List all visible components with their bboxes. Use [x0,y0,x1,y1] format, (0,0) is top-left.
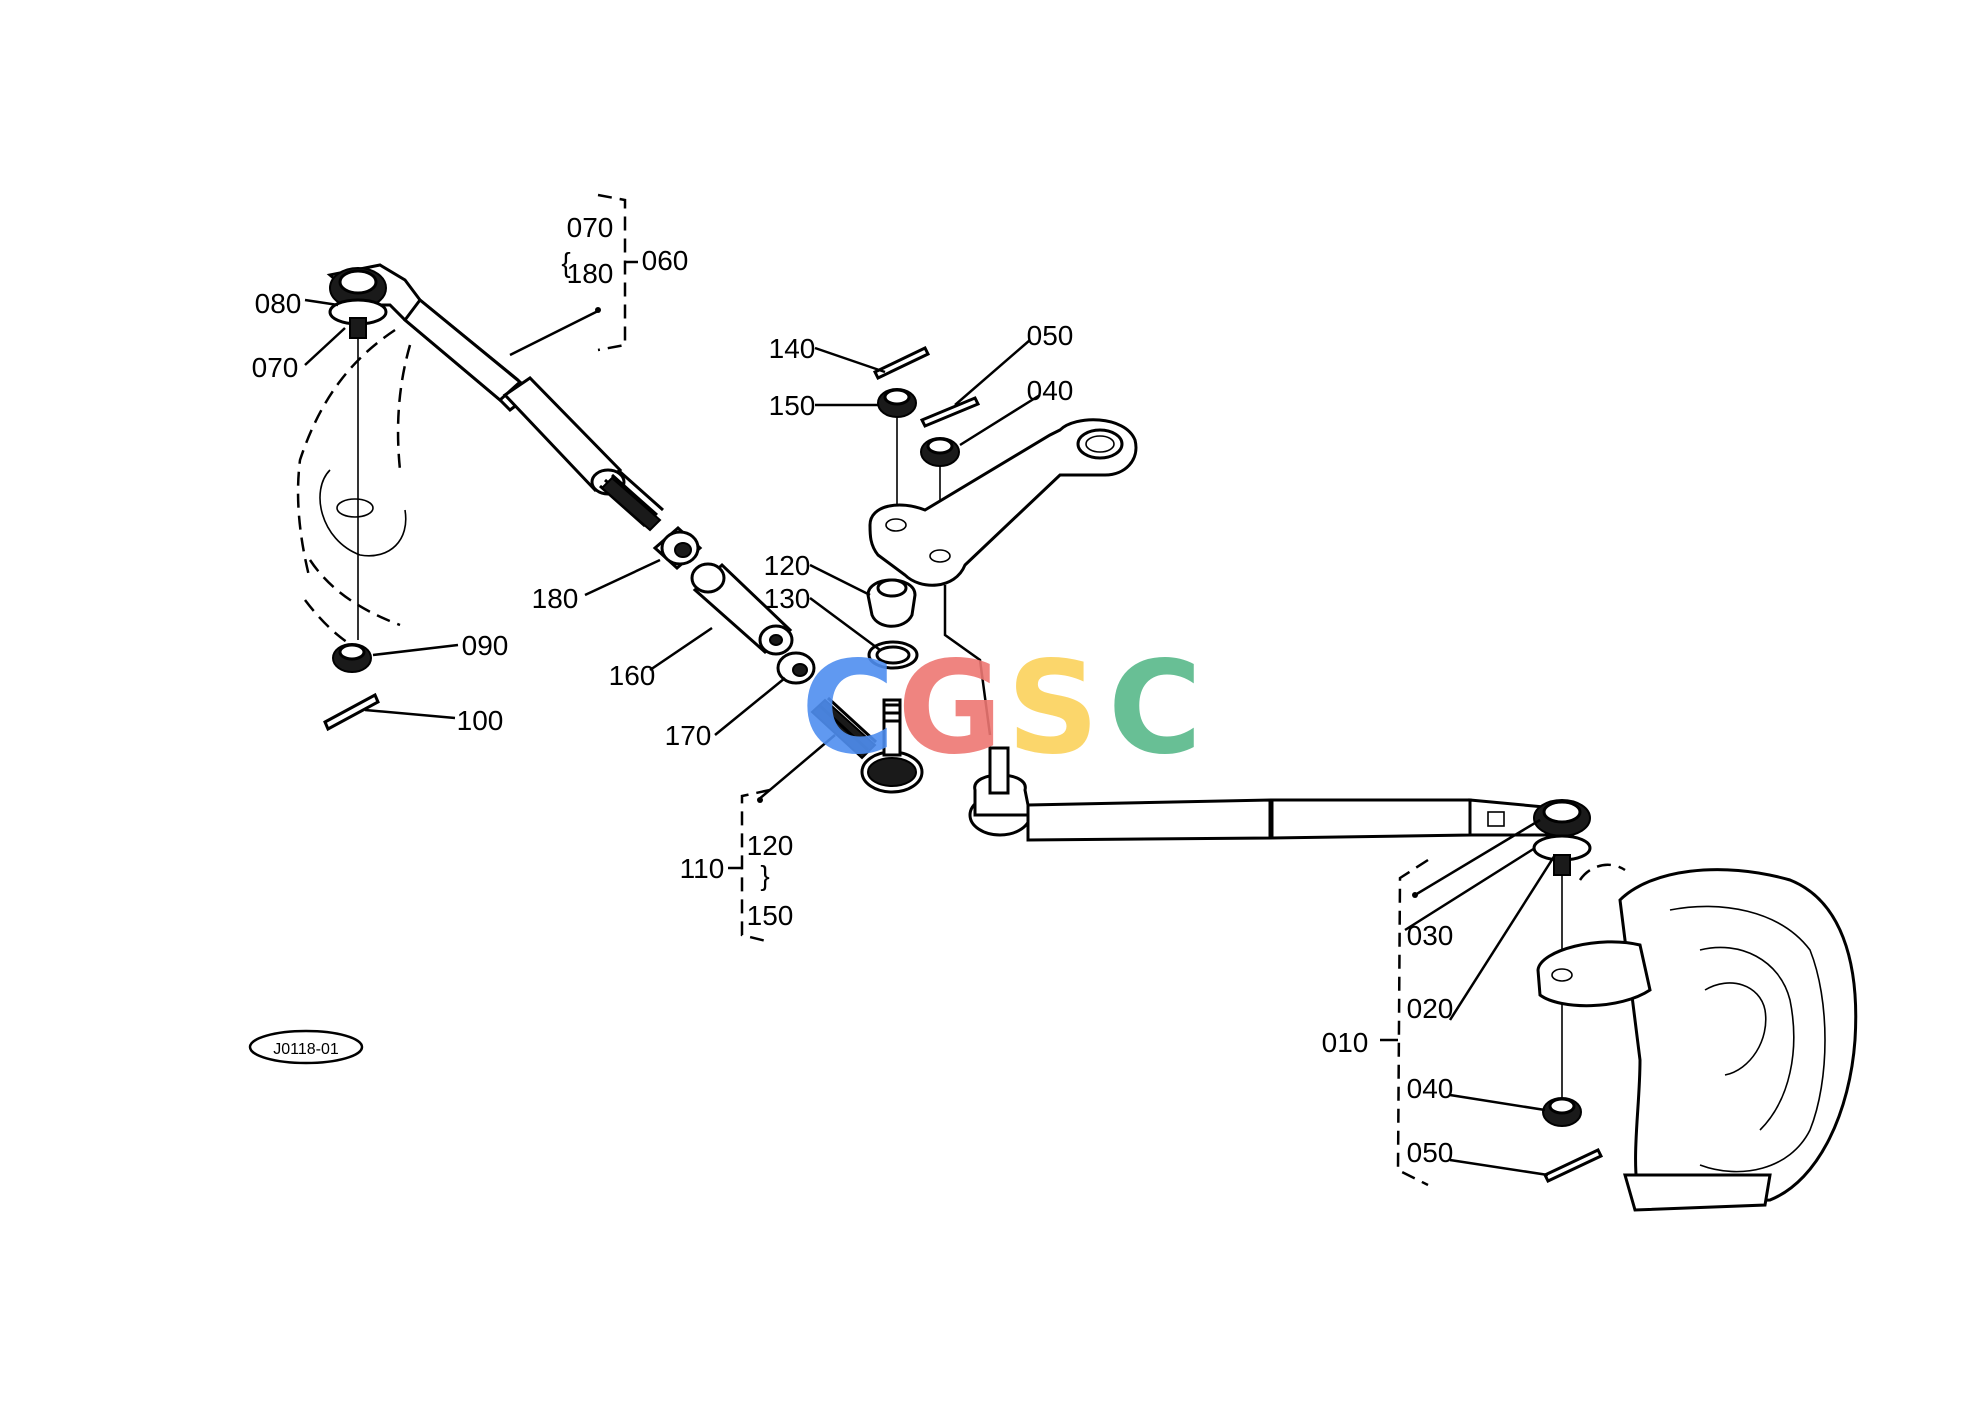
label-030: 030 [1407,920,1454,951]
label-050-top: 050 [1027,320,1074,351]
svg-text:}: } [760,860,769,891]
watermark-letter-c1: C [801,634,895,783]
castle-nut-040-upper [920,437,960,560]
part-labels: 070 180 060 080 070 140 050 150 040 120 … [252,212,1454,1168]
label-040-top: 040 [1027,375,1074,406]
label-070-top: 070 [567,212,614,243]
cotter-pin-140 [872,346,931,380]
label-130: 130 [764,583,811,614]
label-110: 110 [680,853,725,884]
watermark-letter-g: G [897,634,1002,783]
label-150-top: 150 [769,390,816,421]
label-040-bottom: 040 [1407,1073,1454,1104]
right-tie-rod-end [1532,799,1592,1100]
bracket-060: { [561,193,638,352]
pitman-arm [868,418,1138,736]
ball-joint-110 [810,696,924,794]
label-050-bottom: 050 [1407,1137,1454,1168]
right-tie-rod [968,746,1557,842]
label-060: 060 [642,245,689,276]
label-080: 080 [255,288,302,319]
label-180-mid: 180 [532,583,579,614]
label-160: 160 [609,660,656,691]
bracket-010 [1380,858,1429,1187]
figure-id-badge: J0118-01 [248,1029,364,1065]
label-090: 090 [462,630,509,661]
cotter-pin-050-lower [1542,1148,1604,1183]
nut-180 [652,525,703,571]
left-rod-sleeve [502,376,664,532]
label-120-bottom: 120 [747,830,794,861]
dust-boot-120 [866,578,917,628]
left-tie-rod-end [326,263,533,640]
sleeve-160 [690,562,794,656]
right-knuckle-hub [1536,863,1858,1212]
label-150-bottom: 150 [747,900,794,931]
watermark: C G S C [801,634,1202,783]
castle-nut-040-lower [1542,1097,1582,1127]
cotter-pin-050-upper [919,396,981,428]
watermark-letter-s: S [1007,634,1099,783]
label-120-top: 120 [764,550,811,581]
seal-130 [867,640,919,670]
nut-170 [776,651,816,685]
label-070-left: 070 [252,352,299,383]
label-170: 170 [665,720,712,751]
leader-lines [304,298,1557,1177]
label-100: 100 [457,705,504,736]
label-020: 020 [1407,993,1454,1024]
watermark-letter-c2: C [1108,634,1202,783]
castle-nut-090 [332,643,372,673]
castle-nut-150 [877,388,917,520]
svg-text:{: { [561,247,570,278]
label-140: 140 [769,333,816,364]
bracket-110: } [728,788,771,944]
label-010: 010 [1322,1027,1369,1058]
figure-id-text: J0118-01 [273,1041,339,1058]
cotter-pin-100 [323,692,380,732]
left-knuckle-arm [296,328,412,652]
label-180-top: 180 [567,258,614,289]
